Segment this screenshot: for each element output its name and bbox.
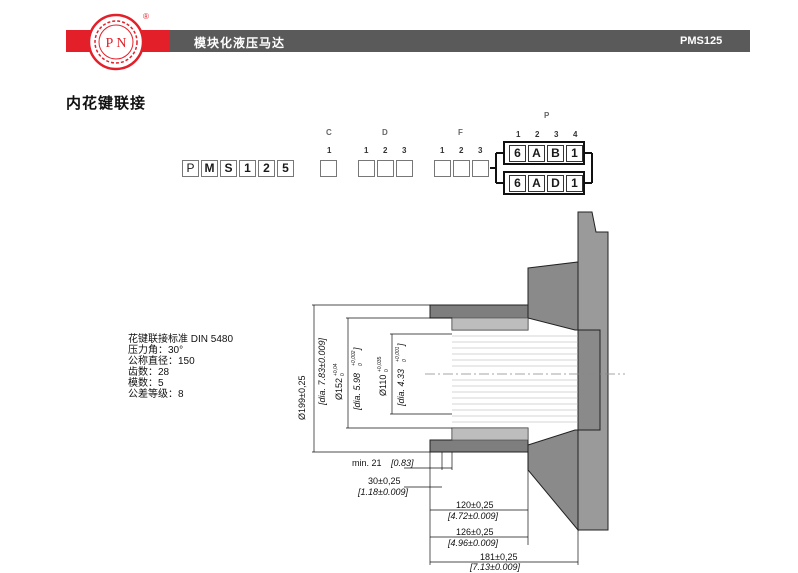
spec-line: 公差等级：8 xyxy=(128,389,184,400)
position-number: 2 xyxy=(535,130,540,139)
code-box-empty xyxy=(453,160,470,177)
spec-line: 公称直径：150 xyxy=(128,356,195,367)
dim-d110: Ø110 xyxy=(378,375,388,396)
position-number: 4 xyxy=(573,130,578,139)
dim-d199-inch: [dia. 7.83±0.009] xyxy=(317,338,327,406)
dim-126: 126±0,25 xyxy=(456,527,493,537)
code-box: P xyxy=(182,160,199,177)
header-product-code: PMS125 xyxy=(680,35,723,47)
header-bar xyxy=(170,30,750,52)
dim-d110-inch-tol-upper: +0,001 xyxy=(395,346,401,362)
dim-d152: Ø152 xyxy=(334,378,344,400)
dim-min21: min. 21 xyxy=(352,458,382,468)
dim-30-inch: [1.18±0.009] xyxy=(357,487,408,497)
code-box-empty xyxy=(472,160,489,177)
dim-d199: Ø199±0,25 xyxy=(297,376,307,420)
dim-120-inch: [4.72±0.009] xyxy=(447,511,498,521)
code-box-empty xyxy=(320,160,337,177)
group-label-d: D xyxy=(382,128,388,137)
group-label-p: P xyxy=(544,111,550,120)
part-section xyxy=(425,211,625,532)
option-2-char: A xyxy=(528,175,545,192)
code-box: M xyxy=(201,160,218,177)
dim-d110-inch-tol-lower: 0 xyxy=(402,359,408,362)
dim-30: 30±0,25 xyxy=(368,476,400,486)
position-number: 2 xyxy=(459,146,464,155)
page-title: 内花键联接 xyxy=(66,95,147,112)
code-box-empty xyxy=(377,160,394,177)
group-label-c: C xyxy=(326,128,332,137)
spec-line: 压力角：30° xyxy=(128,345,184,356)
code-box-empty xyxy=(358,160,375,177)
position-number: 1 xyxy=(327,146,332,155)
group-label-f: F xyxy=(458,128,463,137)
position-number: 3 xyxy=(554,130,559,139)
dim-d110-inch-close: ] xyxy=(396,343,406,347)
option-1-char: 1 xyxy=(566,145,583,162)
dim-120: 120±0,25 xyxy=(456,500,493,510)
option-bracket xyxy=(490,141,593,195)
position-number: 3 xyxy=(402,146,407,155)
position-number: 1 xyxy=(364,146,369,155)
option-2-char: D xyxy=(547,175,564,192)
dim-d152-inch-tol-upper: +0,002 xyxy=(351,350,357,366)
code-box: 2 xyxy=(258,160,275,177)
code-box: 1 xyxy=(239,160,256,177)
position-number: 1 xyxy=(516,130,521,139)
dim-d110-tol-lower: 0 xyxy=(384,369,390,372)
spec-line: 齿数：28 xyxy=(128,367,170,378)
option-2-char: 6 xyxy=(509,175,526,192)
dim-126-inch: [4.96±0.009] xyxy=(447,538,498,548)
position-number: 2 xyxy=(383,146,388,155)
option-1-char: B xyxy=(547,145,564,162)
dim-d152-inch-close: ] xyxy=(352,347,362,351)
code-box: S xyxy=(220,160,237,177)
logo-text: P N xyxy=(106,36,127,51)
dim-d152-inch-tol-lower: 0 xyxy=(358,363,364,366)
code-box-empty xyxy=(434,160,451,177)
dim-min21-inch: [0.83] xyxy=(390,458,414,468)
option-1-char: 6 xyxy=(509,145,526,162)
dim-d152-inch: [dia. 5.98 xyxy=(352,373,362,411)
dim-181-inch: [7.13±0.009] xyxy=(469,562,520,572)
option-2-char: 1 xyxy=(566,175,583,192)
dim-d110-tol-upper: +0,035 xyxy=(377,356,383,372)
dim-d110-inch: [dia. 4.33 xyxy=(396,369,406,407)
dim-d152-tol-lower: 0 xyxy=(340,373,346,376)
code-box-empty xyxy=(396,160,413,177)
dim-d152-tol-upper: +0,04 xyxy=(333,363,339,376)
dimension-lines xyxy=(312,304,579,565)
spec-line: 花键联接标准 DIN 5480 xyxy=(128,334,234,345)
position-number: 1 xyxy=(440,146,445,155)
option-1-char: A xyxy=(528,145,545,162)
code-box: 5 xyxy=(277,160,294,177)
dim-181: 181±0,25 xyxy=(480,552,517,562)
spec-line: 模数：5 xyxy=(128,378,164,389)
registered-mark: ® xyxy=(143,12,149,21)
company-logo: P N ® xyxy=(87,12,149,71)
header-title: 模块化液压马达 xyxy=(194,36,286,50)
position-number: 3 xyxy=(478,146,483,155)
